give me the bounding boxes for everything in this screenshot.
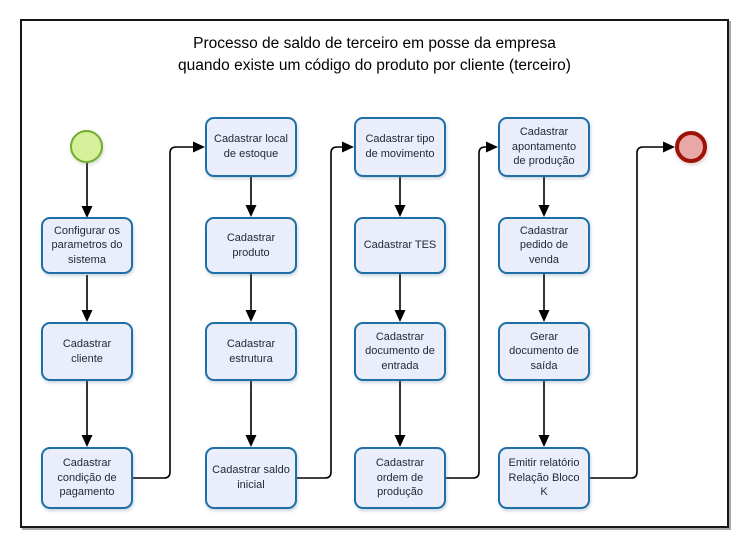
task-cadastrar-produto: Cadastrar produto — [205, 217, 297, 274]
diagram-title: Processo de saldo de terceiro em posse d… — [20, 33, 729, 78]
task-cadastrar-local-estoque: Cadastrar local de estoque — [205, 117, 297, 177]
task-gerar-documento-saida: Gerar documento de saída — [498, 322, 590, 381]
task-cadastrar-estrutura: Cadastrar estrutura — [205, 322, 297, 381]
task-emitir-relatorio-relacao-bloco-k: Emitir relatório Relação Bloco K — [498, 447, 590, 509]
diagram-title-line1: Processo de saldo de terceiro em posse d… — [193, 35, 556, 52]
task-cadastrar-condicao-pagamento: Cadastrar condição de pagamento — [41, 447, 133, 509]
task-configurar-parametros-sistema: Configurar os parametros do sistema — [41, 217, 133, 274]
task-cadastrar-pedido-venda: Cadastrar pedido de venda — [498, 217, 590, 274]
task-cadastrar-cliente: Cadastrar cliente — [41, 322, 133, 381]
task-cadastrar-apontamento-producao: Cadastrar apontamento de produção — [498, 117, 590, 177]
end-event-circle — [675, 131, 707, 163]
task-cadastrar-documento-entrada: Cadastrar documento de entrada — [354, 322, 446, 381]
diagram-title-line2: quando existe um código do produto por c… — [178, 57, 571, 75]
start-event-circle — [70, 130, 103, 163]
task-cadastrar-tes: Cadastrar TES — [354, 217, 446, 274]
task-cadastrar-tipo-movimento: Cadastrar tipo de movimento — [354, 117, 446, 177]
task-cadastrar-ordem-producao: Cadastrar ordem de produção — [354, 447, 446, 509]
task-cadastrar-saldo-inicial: Cadastrar saldo inicial — [205, 447, 297, 509]
